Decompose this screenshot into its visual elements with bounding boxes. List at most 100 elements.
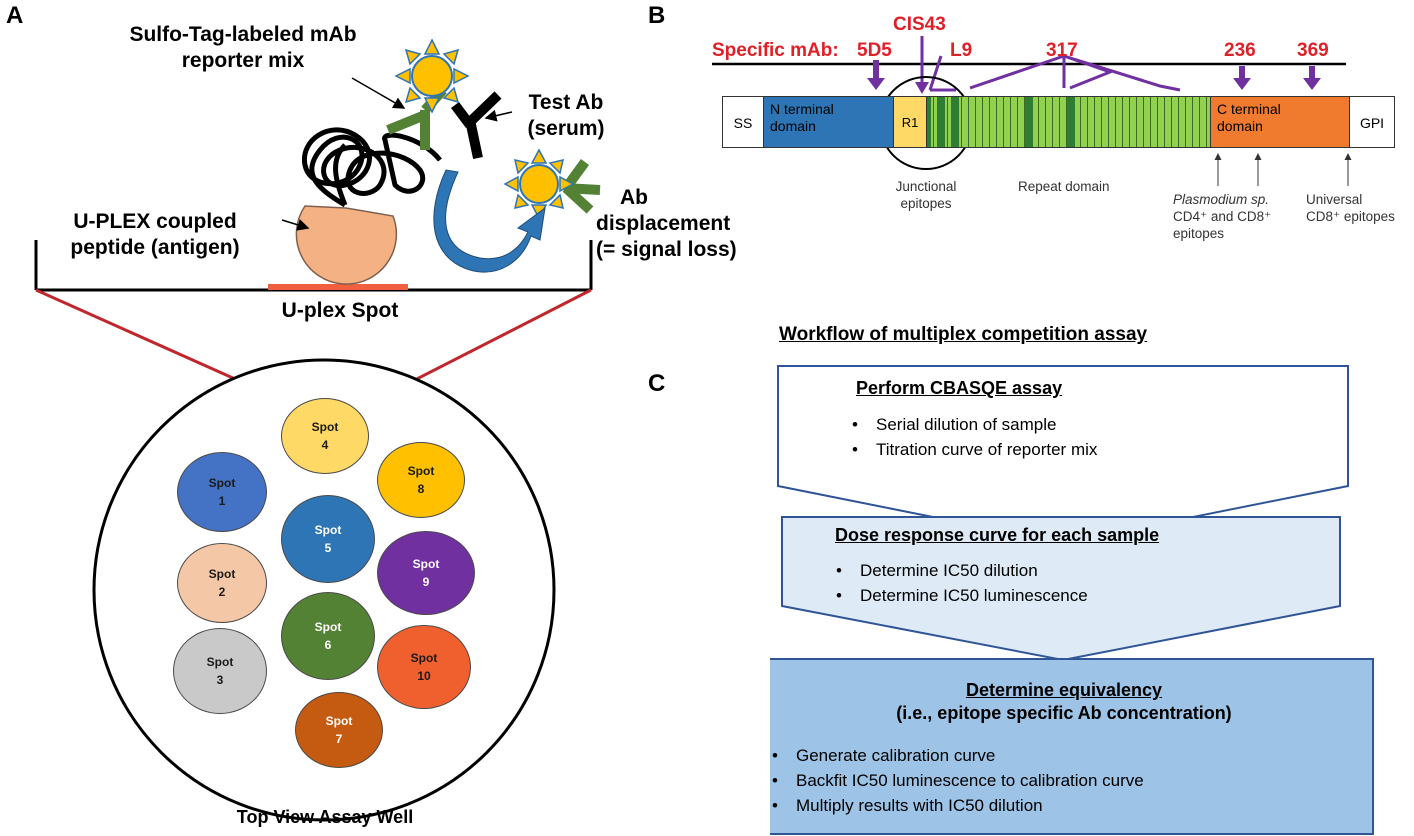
displacement-label-line3: (= signal loss) bbox=[596, 238, 737, 261]
spot-2: Spot 2 bbox=[177, 543, 267, 623]
junctional-line2: epitopes bbox=[900, 196, 952, 211]
plasmodium-line3: epitopes bbox=[1173, 226, 1225, 241]
step3-item: Generate calibration curve bbox=[764, 743, 1144, 768]
mab-236: 236 bbox=[1224, 40, 1256, 61]
spot-word: Spot bbox=[412, 557, 440, 571]
n-terminal-domain: N terminal domain bbox=[763, 96, 894, 148]
step2-item: Determine IC50 dilution bbox=[828, 558, 1088, 583]
repeat-dark-3 bbox=[951, 97, 959, 147]
spot-8: Spot 8 bbox=[377, 442, 465, 518]
test-antibody bbox=[451, 91, 502, 160]
spot-word: Spot bbox=[314, 523, 342, 537]
mab-369: 369 bbox=[1297, 40, 1329, 61]
step3-subtitle: (i.e., epitope specific Ab concentration… bbox=[896, 703, 1232, 723]
spot-10: Spot 10 bbox=[377, 625, 471, 709]
peptide-label: U-PLEX coupled peptide (antigen) bbox=[30, 209, 280, 261]
repeat-domain-label: Repeat domain bbox=[1018, 179, 1110, 194]
universal-line1: Universal bbox=[1306, 192, 1363, 207]
reporter-mix-label-line1: Sulfo-Tag-labeled mAb bbox=[129, 23, 357, 46]
well-cross-section bbox=[34, 240, 593, 292]
displacement-label-rest: displacement (= signal loss) bbox=[596, 211, 737, 263]
peptide-antigen-shape bbox=[295, 205, 398, 285]
step3-content: Determine equivalency (i.e., epitope spe… bbox=[754, 680, 1374, 724]
junctional-epitopes-label: Junctional epitopes bbox=[884, 178, 968, 212]
displacement-label-line1: Ab bbox=[620, 186, 648, 209]
spot-word: Spot bbox=[208, 567, 236, 581]
spot-number: 2 bbox=[218, 585, 226, 599]
gpi-domain: GPI bbox=[1349, 96, 1395, 148]
mab-cis43: CIS43 bbox=[893, 14, 946, 35]
step3-item: Multiply results with IC50 dilution bbox=[764, 793, 1144, 818]
spot-number: 4 bbox=[321, 438, 329, 452]
panel-a-label: A bbox=[6, 2, 24, 29]
repeat-dark-4 bbox=[1025, 97, 1033, 147]
plasmodium-epitopes-label: Plasmodium sp. CD4⁺ and CD8⁺ epitopes bbox=[1173, 191, 1271, 242]
workflow-title: Workflow of multiplex competition assay bbox=[779, 324, 1148, 345]
step1-item: Serial dilution of sample bbox=[844, 412, 1097, 437]
step2-list: Determine IC50 dilution Determine IC50 l… bbox=[828, 558, 1088, 608]
spot-number: 6 bbox=[324, 638, 332, 652]
well-caption: Top View Assay Well bbox=[236, 807, 414, 827]
spot-1: Spot 1 bbox=[177, 452, 267, 532]
peptide-label-line2: peptide (antigen) bbox=[70, 236, 240, 259]
spot-word: Spot bbox=[325, 714, 353, 728]
mab-317: 317 bbox=[1046, 40, 1078, 61]
spot-word: Spot bbox=[314, 620, 342, 634]
spot-5: Spot 5 bbox=[281, 495, 375, 583]
step2-title: Dose response curve for each sample bbox=[835, 525, 1160, 545]
spot-7: Spot 7 bbox=[295, 692, 383, 768]
spot-number: 8 bbox=[417, 482, 425, 496]
spot-4: Spot 4 bbox=[281, 398, 369, 474]
spot-number: 1 bbox=[218, 494, 226, 508]
spot-word: Spot bbox=[407, 464, 435, 478]
c-terminal-domain: C terminal domain bbox=[1210, 96, 1350, 148]
universal-epitopes-label: Universal CD8⁺ epitopes bbox=[1306, 191, 1395, 225]
spot-number: 5 bbox=[324, 541, 332, 555]
universal-line2: CD8⁺ epitopes bbox=[1306, 209, 1395, 224]
reporter-mix-label-line2: reporter mix bbox=[181, 49, 305, 72]
ss-domain: SS bbox=[722, 96, 764, 148]
spot-word: Spot bbox=[208, 476, 236, 490]
uplex-spot-label: U-plex Spot bbox=[281, 299, 399, 322]
displacement-arrow bbox=[433, 169, 546, 273]
c-terminal-line1: C terminal bbox=[1217, 101, 1281, 117]
mab-5d5: 5D5 bbox=[857, 40, 892, 61]
c-terminal-line2: domain bbox=[1217, 118, 1263, 134]
step2-item: Determine IC50 luminescence bbox=[828, 583, 1088, 608]
test-ab-label-line1: Test Ab bbox=[528, 91, 604, 114]
sulfo-tag-top bbox=[394, 38, 470, 114]
spot-6: Spot 6 bbox=[281, 592, 375, 680]
reporter-mix-label: Sulfo-Tag-labeled mAb reporter mix bbox=[118, 22, 368, 74]
junctional-line1: Junctional bbox=[895, 179, 957, 194]
mab-arrows bbox=[867, 36, 1321, 94]
panel-c-label: C bbox=[648, 370, 666, 397]
step3-item: Backfit IC50 luminescence to calibration… bbox=[764, 768, 1144, 793]
spot-word: Spot bbox=[410, 651, 438, 665]
step2-content: Dose response curve for each sample bbox=[835, 525, 1159, 546]
displacement-label-line2: displacement bbox=[596, 212, 731, 235]
n-terminal-line2: domain bbox=[770, 118, 816, 134]
peptide-scribble bbox=[302, 127, 442, 208]
test-ab-label-line2: (serum) bbox=[527, 117, 605, 140]
displacement-label: Ab bbox=[620, 185, 648, 211]
plasmodium-line2: CD4⁺ and CD8⁺ bbox=[1173, 209, 1272, 224]
step3-title: Determine equivalency bbox=[965, 680, 1163, 700]
spot-number: 10 bbox=[417, 669, 431, 683]
spot-word: Spot bbox=[311, 420, 339, 434]
plasmodium-line1: Plasmodium sp. bbox=[1173, 192, 1270, 207]
spot-number: 7 bbox=[335, 732, 343, 746]
repeat-dark-5 bbox=[1067, 97, 1075, 147]
step3-list: Generate calibration curve Backfit IC50 … bbox=[764, 743, 1144, 818]
test-ab-label: Test Ab (serum) bbox=[512, 90, 620, 142]
repeat-domain-bar bbox=[926, 96, 1211, 148]
step1-item: Titration curve of reporter mix bbox=[844, 437, 1097, 462]
peptide-label-line1: U-PLEX coupled bbox=[73, 210, 237, 233]
step1-list: Serial dilution of sample Titration curv… bbox=[844, 412, 1097, 462]
repeat-dark-2 bbox=[937, 97, 945, 147]
l9-bracket bbox=[928, 55, 956, 92]
n-terminal-line1: N terminal bbox=[770, 101, 834, 117]
sulfo-tag-right bbox=[503, 148, 575, 220]
step1-content: Perform CBASQE assay bbox=[856, 378, 1062, 399]
